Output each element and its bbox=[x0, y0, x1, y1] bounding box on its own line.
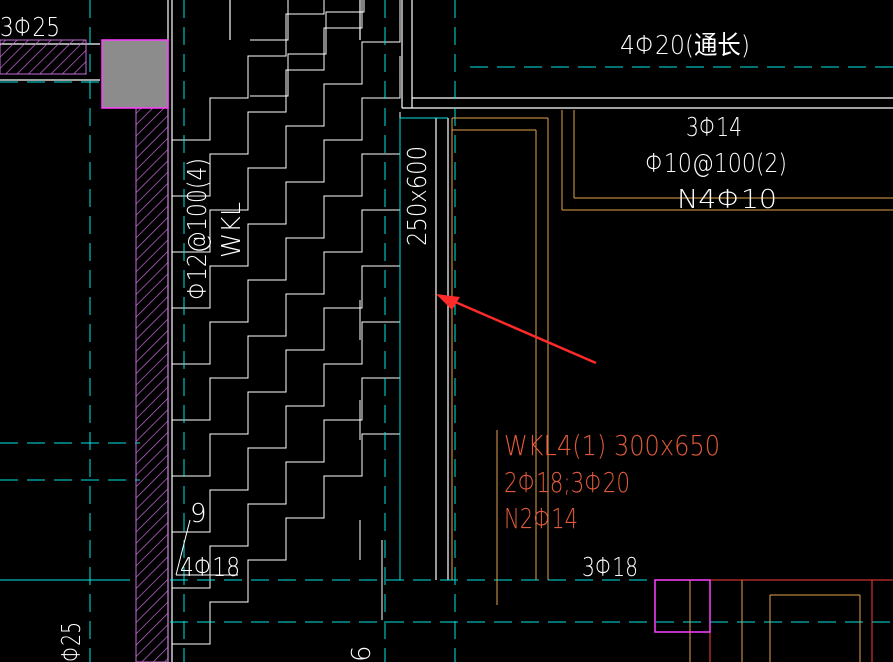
label-right-top-rebar: 3Φ14 bbox=[686, 113, 742, 143]
label-leader-note: 9 bbox=[190, 499, 207, 529]
hatched-beam-top-left bbox=[0, 39, 87, 75]
stair-line bbox=[172, 56, 401, 309]
label-vertical-beam-type: WKL bbox=[217, 202, 247, 258]
stair-line bbox=[172, 224, 401, 477]
label-right-side-bars: N4Φ10 bbox=[677, 185, 777, 215]
stair-line bbox=[172, 0, 401, 253]
red-pointer-arrow bbox=[436, 294, 597, 365]
label-top-beam-rebar: 4Φ20(通长) bbox=[620, 31, 750, 61]
stair-line bbox=[172, 0, 325, 141]
stair-line bbox=[172, 336, 401, 589]
stair-line bbox=[172, 112, 401, 365]
leader-lines bbox=[175, 519, 238, 576]
stair-line bbox=[172, 392, 401, 645]
label-left-bottom-rebar: 4Φ18 bbox=[180, 553, 240, 583]
label-bottom-mid-note: 6 bbox=[347, 645, 377, 662]
label-beam-side-bars: N2Φ14 bbox=[504, 502, 578, 535]
label-beam-name: WKL4(1) 300x650 bbox=[504, 429, 720, 462]
label-bottom-right-rebar: 3Φ18 bbox=[582, 553, 638, 583]
label-right-stirrup: Φ10@100(2) bbox=[645, 149, 787, 179]
label-bottom-left-rebar: Φ25 bbox=[57, 622, 87, 662]
stair-line bbox=[172, 0, 363, 197]
cyan-solid-lines bbox=[0, 117, 448, 581]
label-vertical-stirrup: Φ12@100(4) bbox=[183, 158, 213, 300]
column-block-bottom-right bbox=[654, 579, 711, 633]
stair-line bbox=[172, 168, 401, 421]
column-block bbox=[101, 39, 169, 109]
hatched-wall-strip bbox=[135, 107, 169, 662]
stair-line bbox=[172, 280, 401, 533]
label-section-size: 250x600 bbox=[403, 146, 433, 246]
orange-beam-lines bbox=[451, 110, 893, 662]
stair-line bbox=[250, 0, 365, 97]
label-top-left-rebar: 3Φ25 bbox=[0, 13, 60, 43]
stair-line bbox=[250, 0, 289, 41]
stair-outline-lines bbox=[172, 0, 401, 645]
label-beam-rebar: 2Φ18;3Φ20 bbox=[504, 466, 630, 499]
